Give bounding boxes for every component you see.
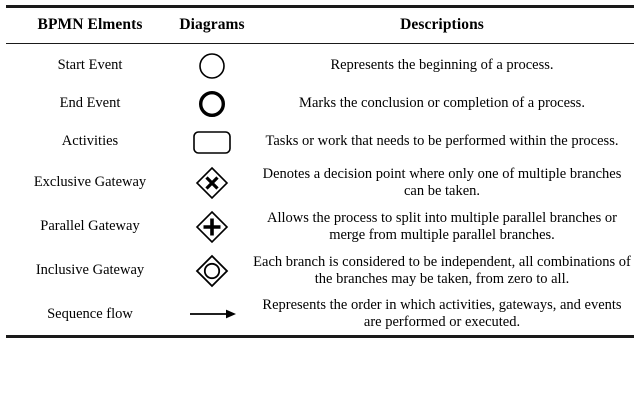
- bottom-rule-line: [6, 334, 634, 338]
- bpmn-elements-table: BPMN Elments Diagrams Descriptions Start…: [6, 5, 634, 338]
- description-activities: Tasks or work that needs to be performed…: [265, 133, 619, 150]
- table-row: Activities Tasks or work that needs to b…: [6, 123, 634, 161]
- table-header: BPMN Elments Diagrams Descriptions: [6, 6, 634, 44]
- description-exclusive-gateway: Denotes a decision point where only one …: [262, 165, 622, 199]
- description-start-event: Represents the beginning of a process.: [330, 57, 554, 74]
- diamond-plus-icon: [194, 209, 230, 245]
- description-parallel-gateway: Allows the process to split into multipl…: [267, 209, 617, 243]
- diagram-cell-activities: [174, 123, 250, 161]
- diagram-cell-start-event: [174, 47, 250, 85]
- diamond-circle-icon: [194, 253, 230, 289]
- diamond-x-icon: [194, 165, 230, 201]
- thin-circle-icon: [197, 51, 227, 81]
- description-sequence-flow: Represents the order in which activities…: [262, 297, 622, 331]
- bpmn-elements-table-container: BPMN Elments Diagrams Descriptions Start…: [0, 5, 640, 418]
- column-header-diagrams: Diagrams: [179, 16, 245, 33]
- column-header-descriptions: Descriptions: [400, 16, 484, 33]
- diagram-cell-inclusive-gateway: [174, 249, 250, 293]
- element-label-parallel-gateway: Parallel Gateway: [40, 218, 140, 235]
- diagram-cell-sequence-flow: [174, 293, 250, 335]
- table-row: Sequence flow Represents the order in wh…: [6, 293, 634, 335]
- table-row: Exclusive Gateway Denotes a decision poi…: [6, 161, 634, 205]
- element-label-exclusive-gateway: Exclusive Gateway: [33, 174, 147, 191]
- header-rule-line: [6, 43, 634, 47]
- diagram-cell-parallel-gateway: [174, 205, 250, 249]
- element-label-activities: Activities: [61, 133, 119, 150]
- table-bottom-rule: [6, 334, 634, 338]
- element-label-inclusive-gateway: Inclusive Gateway: [35, 262, 145, 279]
- table-row: Start Event Represents the beginning of …: [6, 47, 634, 85]
- table-row: Inclusive Gateway Each branch is conside…: [6, 249, 634, 293]
- thick-circle-icon: [197, 89, 227, 119]
- header-double-rule: [6, 43, 634, 47]
- column-header-bpmn-elements: BPMN Elments: [37, 16, 143, 33]
- table-header-row: BPMN Elments Diagrams Descriptions: [6, 6, 634, 44]
- element-label-end-event: End Event: [59, 95, 121, 112]
- table-row: End Event Marks the conclusion or comple…: [6, 85, 634, 123]
- rounded-rectangle-icon: [191, 127, 233, 157]
- description-end-event: Marks the conclusion or completion of a …: [299, 95, 585, 112]
- element-label-sequence-flow: Sequence flow: [47, 305, 133, 322]
- description-inclusive-gateway: Each branch is considered to be independ…: [253, 253, 631, 287]
- table-body: Start Event Represents the beginning of …: [6, 43, 634, 338]
- table-row: Parallel Gateway Allows the process to s…: [6, 205, 634, 249]
- diagram-cell-end-event: [174, 85, 250, 123]
- arrow-right-icon: [186, 304, 238, 324]
- element-label-start-event: Start Event: [57, 57, 123, 74]
- diagram-cell-exclusive-gateway: [174, 161, 250, 205]
